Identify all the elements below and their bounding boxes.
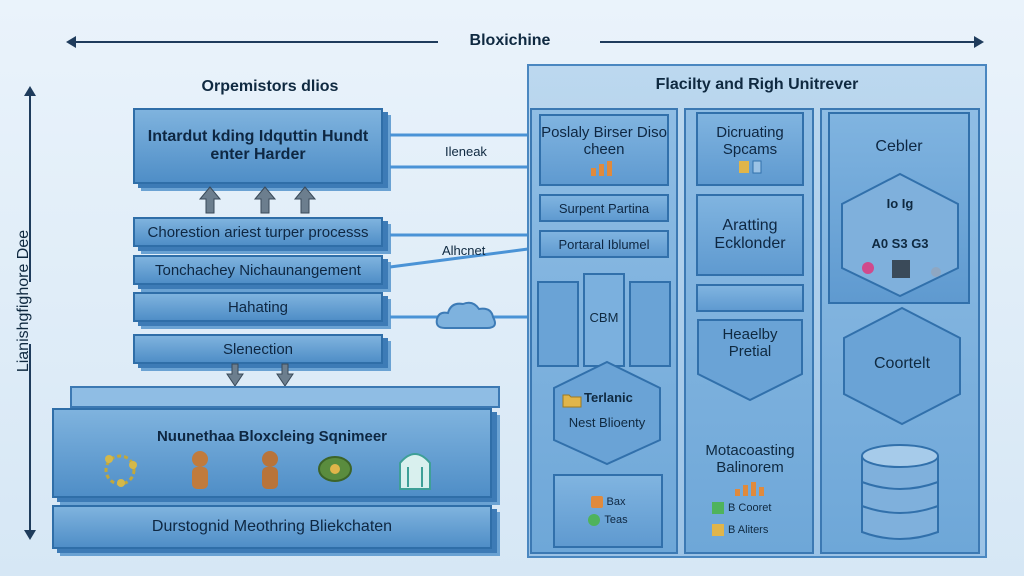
left-vertical-label: Lianishgfighore Dee	[15, 229, 32, 373]
left-vertical-arrow	[24, 86, 36, 540]
layer-row-3: Hahating	[133, 292, 383, 322]
doc-icon	[739, 160, 762, 174]
col3-cube-row1: Io Ig	[886, 196, 914, 211]
col1-mini1: Bax	[606, 496, 626, 508]
col1-box1: Poslaly Birser Diso cheen	[539, 114, 669, 186]
col3-hexagon	[843, 306, 961, 426]
right-panel-title: Flacilty and Righ Unitrever	[655, 76, 859, 93]
col2-footer-icon	[735, 482, 764, 496]
database-icon	[861, 444, 939, 540]
up-arrows	[198, 186, 317, 214]
col1-box2: Surpent Partina	[539, 194, 669, 222]
top-label: Bloxichine	[469, 32, 551, 49]
col3-hex-label: Coortelt	[873, 355, 931, 372]
layer-row-2: Tonchachey Nichaunangement	[133, 255, 383, 285]
col2-footer: Motacoasting Balinorem	[705, 442, 795, 476]
layer-row-1: Chorestion ariest turper processs	[133, 217, 383, 247]
chart-icon	[591, 161, 612, 176]
col3-box1-label: Cebler	[875, 138, 923, 155]
top-arrow	[66, 36, 984, 48]
check-icon-1	[590, 496, 603, 508]
col1-mini2: Teas	[604, 514, 628, 526]
folder-icon	[562, 394, 582, 408]
col1-hexagon	[553, 360, 661, 466]
platform-back-layer	[70, 386, 500, 408]
col1-hex-title: Terlanic	[584, 390, 633, 405]
col1-mini-box: Bax Teas	[553, 474, 663, 548]
col2-item2-label: B Aliters	[728, 524, 769, 536]
col2-chevron	[697, 319, 803, 402]
connector-label-2: Alhcnet	[442, 243, 486, 258]
cloud-icon	[435, 301, 496, 329]
cbm-label: CBM	[589, 310, 619, 325]
top-layer-box: Intardut kding Idquttin Hundt enter Hard…	[133, 108, 383, 184]
col1-box1-label: Poslaly Birser Diso cheen	[541, 124, 667, 158]
person-icon-1	[192, 451, 208, 489]
coin-icon	[318, 456, 352, 482]
col2-item1-label: B Cooret	[728, 502, 772, 514]
col2-box1-label: Dicruating Spcams	[716, 124, 784, 158]
connector-label-1: Ileneak	[445, 144, 487, 159]
platform-title: Nuunethaa Bloxcleing Sqnimeer	[156, 428, 388, 445]
connector-lines	[389, 133, 529, 319]
col2-box3	[696, 284, 804, 312]
left-header: Orpemistors dlios	[201, 78, 339, 95]
person-icon-2	[262, 451, 278, 489]
platform-icons	[104, 451, 431, 490]
nodes-icon	[104, 454, 137, 487]
col2-item1: B Cooret	[712, 502, 771, 514]
col3-cube-row2: A0 S3 G3	[871, 236, 929, 251]
layer-row-4: Slenection	[133, 334, 383, 364]
square-icon-orange	[712, 524, 724, 536]
check-icon-2	[588, 514, 601, 526]
col2-box2: Aratting Ecklonder	[696, 194, 804, 276]
tower-icon	[399, 453, 431, 490]
col1-hex-sub: Nest Blioenty	[568, 415, 646, 430]
cbm-cylinders	[537, 273, 671, 367]
col2-box1: Dicruating Spcams	[696, 112, 804, 186]
col1-box3: Portaral Iblumel	[539, 230, 669, 258]
col2-item2: B Aliters	[712, 524, 768, 536]
col3-cube-cluster	[841, 172, 959, 298]
square-icon-green	[712, 502, 724, 514]
bottom-layer-box: Durstognid Meothring Bliekchaten	[52, 505, 492, 549]
col2-box4: Heaelby Pretial	[722, 326, 778, 360]
